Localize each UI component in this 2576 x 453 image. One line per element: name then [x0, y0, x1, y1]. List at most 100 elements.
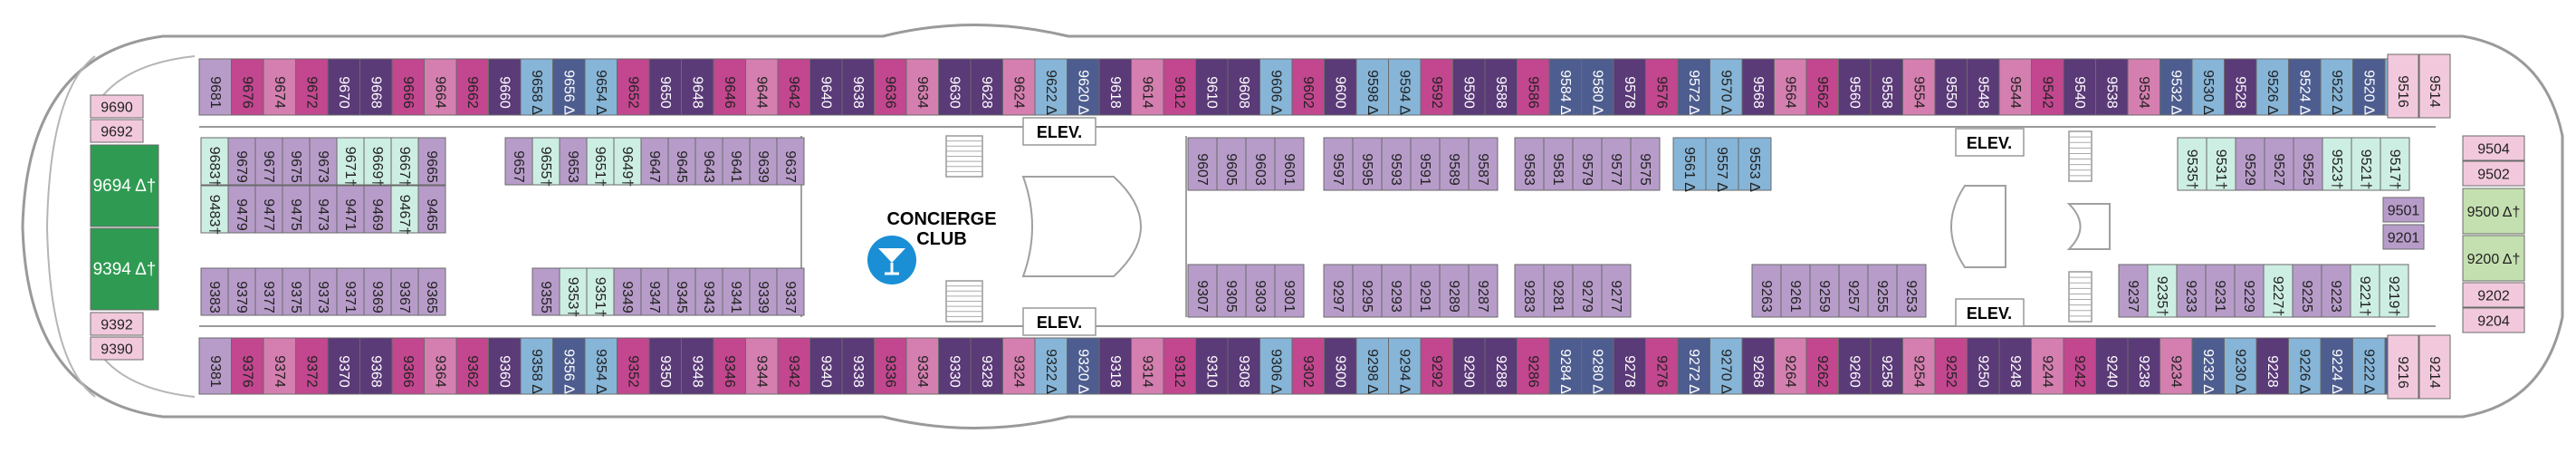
cabin-9250[interactable]: 9250: [1967, 337, 2000, 395]
cabin-9305[interactable]: 9305: [1216, 264, 1247, 318]
cabin-9542[interactable]: 9542: [2031, 58, 2064, 116]
cabin-9504[interactable]: 9504: [2462, 135, 2525, 161]
cabin-9272-[interactable]: 9272 Δ: [1677, 337, 1710, 395]
cabin-9284-[interactable]: 9284 Δ: [1548, 337, 1582, 395]
cabin-9641[interactable]: 9641: [722, 137, 751, 186]
cabin-9260[interactable]: 9260: [1838, 337, 1872, 395]
cabin-9322-[interactable]: 9322 Δ: [1034, 337, 1068, 395]
cabin-9683-[interactable]: 9683†: [200, 137, 229, 187]
cabin-9660[interactable]: 9660: [488, 58, 522, 116]
cabin-9350[interactable]: 9350: [648, 337, 682, 395]
cabin-9645[interactable]: 9645: [667, 137, 696, 186]
cabin-9624[interactable]: 9624: [1002, 58, 1036, 116]
cabin-9592[interactable]: 9592: [1420, 58, 1453, 116]
cabin-9607[interactable]: 9607: [1187, 137, 1218, 191]
cabin-9375[interactable]: 9375: [282, 267, 311, 316]
cabin-9674[interactable]: 9674: [263, 58, 296, 116]
cabin-9337[interactable]: 9337: [776, 267, 805, 316]
cabin-9692[interactable]: 9692: [90, 119, 144, 143]
cabin-9528[interactable]: 9528: [2224, 58, 2257, 116]
cabin-9230-[interactable]: 9230 Δ: [2224, 337, 2257, 395]
cabin-9477[interactable]: 9477: [254, 185, 283, 234]
cabin-9610[interactable]: 9610: [1195, 58, 1229, 116]
cabin-9640[interactable]: 9640: [809, 58, 843, 116]
cabin-9362[interactable]: 9362: [455, 337, 489, 395]
cabin-9657[interactable]: 9657: [504, 137, 533, 186]
cabin-9223[interactable]: 9223: [2321, 264, 2351, 318]
cabin-9670[interactable]: 9670: [327, 58, 360, 116]
cabin-9237[interactable]: 9237: [2118, 264, 2149, 318]
cabin-9302[interactable]: 9302: [1291, 337, 1325, 395]
cabin-9226-[interactable]: 9226 Δ: [2288, 337, 2322, 395]
cabin-9681[interactable]: 9681: [198, 58, 232, 116]
cabin-9572-[interactable]: 9572 Δ: [1677, 58, 1710, 116]
cabin-9293[interactable]: 9293: [1381, 264, 1412, 318]
cabin-9637[interactable]: 9637: [776, 137, 805, 186]
cabin-9229[interactable]: 9229: [2234, 264, 2265, 318]
cabin-9253[interactable]: 9253: [1896, 264, 1927, 318]
cabin-9263[interactable]: 9263: [1751, 264, 1782, 318]
cabin-9255[interactable]: 9255: [1867, 264, 1898, 318]
cabin-9216[interactable]: 9216: [2387, 334, 2419, 400]
cabin-9584-[interactable]: 9584 Δ: [1548, 58, 1582, 116]
cabin-9579[interactable]: 9579: [1572, 137, 1603, 191]
cabin-9390[interactable]: 9390: [90, 336, 144, 361]
cabin-9352[interactable]: 9352: [617, 337, 650, 395]
cabin-9639[interactable]: 9639: [749, 137, 778, 186]
cabin-9369[interactable]: 9369: [363, 267, 392, 316]
cabin-9341[interactable]: 9341: [722, 267, 751, 316]
cabin-9531-[interactable]: 9531†: [2206, 137, 2236, 191]
cabin-9561-[interactable]: 9561 Δ: [1672, 137, 1707, 192]
cabin-9523-[interactable]: 9523†: [2322, 137, 2352, 191]
cabin-9200-[interactable]: 9200 Δ†: [2462, 235, 2525, 282]
cabin-9668[interactable]: 9668: [359, 58, 393, 116]
cabin-9469[interactable]: 9469: [363, 185, 392, 234]
cabin-9601[interactable]: 9601: [1274, 137, 1305, 191]
cabin-9652[interactable]: 9652: [617, 58, 650, 116]
cabin-9324[interactable]: 9324: [1002, 337, 1036, 395]
cabin-9379[interactable]: 9379: [227, 267, 256, 316]
cabin-9690[interactable]: 9690: [90, 94, 144, 119]
cabin-9591[interactable]: 9591: [1410, 137, 1441, 191]
cabin-9259[interactable]: 9259: [1809, 264, 1840, 318]
cabin-9676[interactable]: 9676: [231, 58, 264, 116]
cabin-9586[interactable]: 9586: [1517, 58, 1550, 116]
cabin-9598-[interactable]: 9598 Δ: [1355, 58, 1389, 116]
cabin-9578[interactable]: 9578: [1613, 58, 1646, 116]
cabin-9231[interactable]: 9231: [2205, 264, 2236, 318]
cabin-9562[interactable]: 9562: [1805, 58, 1839, 116]
cabin-9501[interactable]: 9501: [2382, 197, 2425, 223]
cabin-9235-[interactable]: 9235†: [2147, 264, 2178, 318]
cabin-9649-[interactable]: 9649†: [613, 137, 642, 187]
cabin-9677[interactable]: 9677: [254, 137, 283, 186]
cabin-9520-[interactable]: 9520 Δ: [2352, 58, 2386, 116]
cabin-9232-[interactable]: 9232 Δ: [2191, 337, 2225, 395]
cabin-9351-[interactable]: 9351†: [586, 267, 615, 317]
cabin-9288[interactable]: 9288: [1484, 337, 1518, 395]
cabin-9679[interactable]: 9679: [227, 137, 256, 186]
cabin-9475[interactable]: 9475: [282, 185, 311, 234]
cabin-9373[interactable]: 9373: [309, 267, 338, 316]
cabin-9669-[interactable]: 9669†: [363, 137, 392, 187]
cabin-9583[interactable]: 9583: [1514, 137, 1545, 191]
cabin-9620-[interactable]: 9620 Δ: [1067, 58, 1100, 116]
cabin-9228[interactable]: 9228: [2255, 337, 2289, 395]
cabin-9564[interactable]: 9564: [1774, 58, 1807, 116]
cabin-9204[interactable]: 9204: [2462, 307, 2525, 333]
cabin-9648[interactable]: 9648: [681, 58, 714, 116]
cabin-9371[interactable]: 9371: [336, 267, 365, 316]
cabin-9234[interactable]: 9234: [2159, 337, 2193, 395]
cabin-9222-[interactable]: 9222 Δ: [2352, 337, 2386, 395]
cabin-9534[interactable]: 9534: [2127, 58, 2160, 116]
cabin-9277[interactable]: 9277: [1601, 264, 1632, 318]
cabin-9662[interactable]: 9662: [455, 58, 489, 116]
cabin-9287[interactable]: 9287: [1468, 264, 1499, 318]
cabin-9673[interactable]: 9673: [309, 137, 338, 186]
cabin-9540[interactable]: 9540: [2063, 58, 2096, 116]
cabin-9642[interactable]: 9642: [777, 58, 810, 116]
cabin-9618[interactable]: 9618: [1098, 58, 1132, 116]
cabin-9224-[interactable]: 9224 Δ: [2320, 337, 2353, 395]
cabin-9248[interactable]: 9248: [1998, 337, 2032, 395]
cabin-9580-[interactable]: 9580 Δ: [1581, 58, 1614, 116]
cabin-9527[interactable]: 9527: [2264, 137, 2294, 191]
